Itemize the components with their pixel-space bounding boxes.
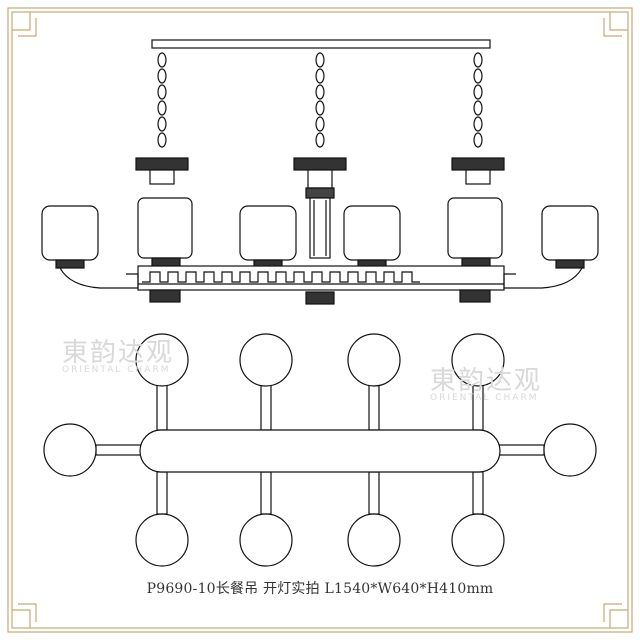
arm-right [503,267,583,289]
hanger-cap-right [451,157,505,171]
lamp-shade [343,205,401,261]
lamp-shade [239,205,297,261]
arm-left [59,267,139,289]
center-column [309,197,331,259]
lamp-shade [447,197,503,259]
lamp-shade [541,205,599,261]
chain-left [157,52,167,148]
plan-view [43,333,597,567]
watermark-logo: 東韵达观 ORIENTAL CHARM [62,332,174,375]
product-caption: P9690-10长餐吊 开灯实拍 L1540*W640*H410mm [146,581,494,597]
fret-pattern-body [137,265,505,291]
hanger-cap-center [293,157,347,171]
decorative-frame [7,7,633,633]
plan-lamp-circles [43,333,597,567]
watermark-logo-cn: 東韵达观 [62,338,175,368]
chain-center [315,52,325,148]
lamp-shades-front [41,197,599,261]
plan-central-body [139,429,501,473]
lamp-shade [41,205,99,261]
hanger-cap-left [135,157,189,171]
watermark-logo-cn: 東韵达观 [430,366,543,396]
ceiling-canopy-bar [151,39,491,49]
chain-right [473,52,483,148]
watermark-logo-en: ORIENTAL CHARM [62,365,171,375]
watermark-logo: 東韵达观 ORIENTAL CHARM [430,360,542,403]
lamp-shade [137,197,193,259]
front-elevation [41,39,599,305]
watermark-logo-en: ORIENTAL CHARM [430,393,539,403]
